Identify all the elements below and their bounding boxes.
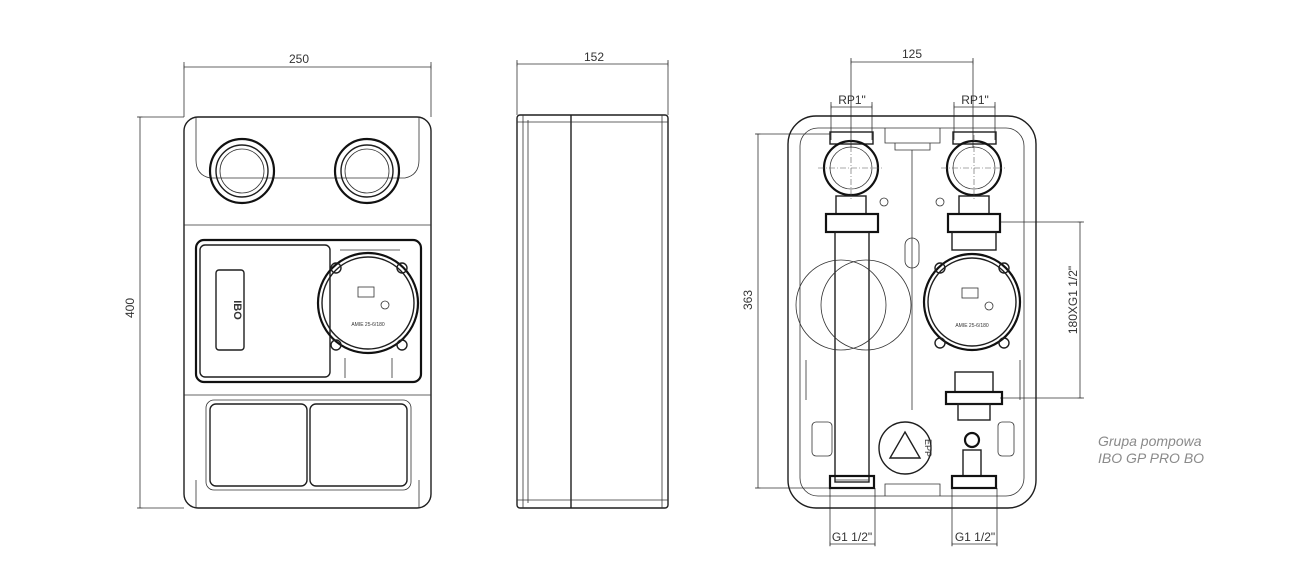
front-width-label: 250 (289, 52, 309, 66)
side-depth-label: 152 (584, 50, 604, 64)
front-bottom-compartment-left (209, 403, 308, 487)
pump-size-label: 180XG1 1/2" (1066, 266, 1080, 334)
section-spacing-label: 125 (902, 47, 922, 61)
product-title-line1: Grupa pompowa (1098, 433, 1202, 449)
front-port-left (208, 137, 276, 205)
front-pump-label: AMIE 25-6/180 (351, 322, 385, 328)
front-view: 250 400 IBO (123, 52, 432, 509)
insulation-mark: EPP (923, 439, 933, 457)
front-port-right (333, 137, 401, 205)
section-valve-right (941, 131, 1007, 215)
front-window (194, 238, 423, 384)
bottom-port-right-label: G1 1/2" (955, 530, 995, 544)
product-title-line2: IBO GP PRO BO (1098, 450, 1204, 466)
logo-plate (215, 269, 245, 351)
side-view: 152 (516, 50, 669, 509)
bottom-port-left-dimension: G1 1/2" (829, 488, 876, 547)
section-supply-pipe (944, 212, 1004, 490)
recycle-icon: EPP (878, 421, 933, 475)
top-port-right-dimension: RP1" (953, 93, 996, 140)
section-return-pipe (824, 212, 880, 490)
front-bottom-compartment-right (309, 403, 408, 487)
bottom-port-left-label: G1 1/2" (832, 530, 872, 544)
side-housing (516, 114, 669, 509)
front-height-dimension: 400 (123, 116, 184, 509)
top-port-left-label: RP1" (838, 93, 866, 107)
front-height-label: 400 (123, 298, 137, 318)
section-height-label: 363 (741, 290, 755, 310)
section-spacing-dimension: 125 (850, 47, 974, 148)
section-housing (787, 115, 1037, 509)
section-pump: AMIE 25-6/180 (922, 252, 1022, 352)
section-valve-left (818, 131, 884, 215)
side-depth-dimension: 152 (516, 50, 669, 115)
front-pump: AMIE 25-6/180 (316, 249, 420, 378)
product-title: Grupa pompowa IBO GP PRO BO (1098, 433, 1204, 466)
section-pump-label: AMIE 25-6/180 (955, 323, 989, 329)
top-port-right-label: RP1" (961, 93, 989, 107)
section-height-dimension: 363 (741, 133, 830, 489)
bottom-port-right-dimension: G1 1/2" (951, 488, 998, 547)
front-brand-logo: IBO (231, 300, 243, 320)
top-port-left-dimension: RP1" (830, 93, 873, 140)
pump-size-dimension: 180XG1 1/2" (1000, 221, 1084, 399)
front-width-dimension: 250 (183, 52, 432, 117)
front-housing (183, 116, 432, 509)
section-view: 125 RP1" RP1" 363 180XG1 1/2" (741, 47, 1084, 547)
front-top-panel (195, 117, 420, 179)
